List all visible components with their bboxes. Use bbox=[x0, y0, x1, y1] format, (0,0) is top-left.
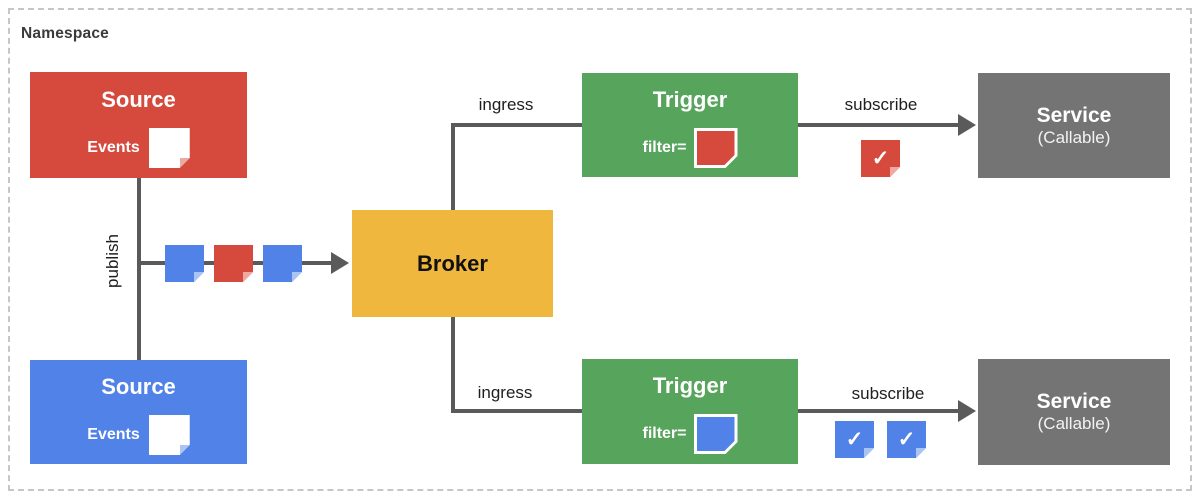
ingress-bottom-label: ingress bbox=[477, 383, 533, 402]
subscribe-top-label: subscribe bbox=[844, 95, 918, 114]
trigger-title: Trigger bbox=[652, 373, 728, 398]
delivered-event-blue-check-icon: ✓ bbox=[887, 421, 926, 458]
event-note-blue-icon bbox=[165, 245, 204, 282]
trigger-title: Trigger bbox=[652, 87, 728, 112]
arrowhead-to-service-bottom-icon bbox=[958, 400, 976, 422]
broker-title: Broker bbox=[417, 250, 488, 276]
subscribe-top-line bbox=[798, 123, 958, 127]
source-title: Source bbox=[101, 374, 176, 399]
delivered-event-blue-check-icon: ✓ bbox=[835, 421, 874, 458]
ingress-top-line-horizontal bbox=[451, 123, 582, 127]
filter-event-red-icon bbox=[694, 128, 738, 168]
publish-line bbox=[137, 178, 141, 360]
ingress-top-line-vertical bbox=[451, 123, 455, 211]
subscribe-bottom-line bbox=[798, 409, 958, 413]
source-title: Source bbox=[101, 87, 176, 112]
check-glyph: ✓ bbox=[897, 428, 916, 451]
service-title: Service bbox=[1036, 390, 1112, 413]
check-glyph: ✓ bbox=[871, 147, 890, 170]
source-node-blue: Source Events bbox=[30, 360, 247, 464]
ingress-bottom-line-horizontal bbox=[451, 409, 582, 413]
source-node-red: Source Events bbox=[30, 72, 247, 178]
filter-label: filter= bbox=[642, 425, 687, 442]
filter-row: filter= bbox=[642, 414, 737, 454]
subscribe-bottom-label: subscribe bbox=[851, 384, 925, 403]
arrowhead-to-broker-icon bbox=[331, 252, 349, 274]
service-title: Service bbox=[1036, 103, 1112, 127]
namespace-boundary bbox=[8, 8, 1192, 491]
delivered-event-red-check-icon: ✓ bbox=[861, 140, 900, 177]
publish-label: publish bbox=[103, 234, 122, 288]
namespace-label: Namespace bbox=[21, 25, 109, 42]
broker-node: Broker bbox=[352, 210, 553, 317]
event-note-white-icon bbox=[149, 415, 190, 455]
service-node-bottom: Service (Callable) bbox=[978, 359, 1170, 465]
event-note-blue-icon bbox=[263, 245, 302, 282]
trigger-node-bottom: Trigger filter= bbox=[582, 359, 798, 464]
filter-event-blue-fill bbox=[697, 417, 735, 451]
event-note-white-icon bbox=[149, 128, 190, 168]
events-label: Events bbox=[87, 426, 140, 443]
filter-event-blue-icon bbox=[694, 414, 738, 454]
events-row: Events bbox=[87, 128, 189, 168]
ingress-bottom-line-vertical bbox=[451, 317, 455, 413]
service-subtitle: (Callable) bbox=[1037, 127, 1111, 147]
ingress-top-label: ingress bbox=[478, 95, 534, 114]
event-note-red-icon bbox=[214, 245, 253, 282]
filter-row: filter= bbox=[642, 128, 737, 168]
service-node-top: Service (Callable) bbox=[978, 73, 1170, 178]
check-glyph: ✓ bbox=[845, 428, 864, 451]
events-row: Events bbox=[87, 415, 189, 455]
trigger-node-top: Trigger filter= bbox=[582, 73, 798, 177]
service-subtitle: (Callable) bbox=[1037, 414, 1111, 433]
filter-event-red-fill bbox=[697, 131, 735, 165]
arrowhead-to-service-top-icon bbox=[958, 114, 976, 136]
filter-label: filter= bbox=[642, 139, 687, 156]
events-label: Events bbox=[87, 139, 140, 156]
